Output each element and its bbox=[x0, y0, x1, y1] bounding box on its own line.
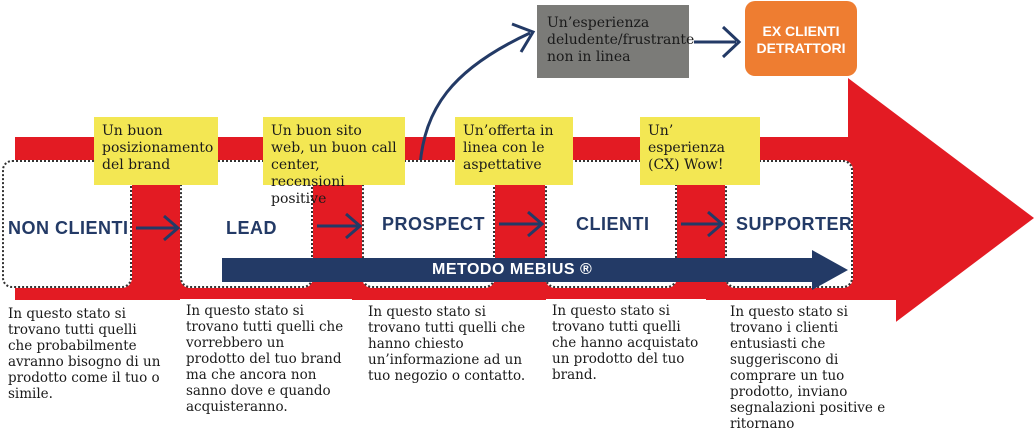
ex-clienti-detrattori-box: EX CLIENTI DETRATTORI bbox=[745, 1, 857, 76]
stage-description-clienti: In questo stato si trovano tutti quelli … bbox=[546, 299, 706, 409]
stage-label-clienti: CLIENTI bbox=[576, 214, 650, 234]
transition-note-4: Un’ esperienza (CX) Wow! bbox=[640, 117, 760, 185]
arrowhead-lead-prospect bbox=[345, 212, 363, 240]
stage-description-supporter: In questo stato si trovano i clienti ent… bbox=[724, 300, 896, 436]
method-label: METODO MEBIUS ® bbox=[432, 261, 593, 278]
stage-description-prospect: In questo stato si trovano tutti quelli … bbox=[362, 300, 534, 410]
negative-path-arrowhead bbox=[511, 22, 536, 53]
negative-experience-box: Un’esperienza deludente/frustrante non i… bbox=[537, 5, 694, 78]
arrowhead-non-clienti-lead bbox=[163, 214, 181, 242]
stage-label-non-clienti: NON CLIENTI bbox=[8, 218, 129, 238]
transition-note-2: Un buon sito web, un buon call center, r… bbox=[263, 117, 405, 207]
outcome-arrowhead bbox=[721, 25, 742, 59]
stage-description-non-clienti: In questo stato si trovano tutti quelli … bbox=[2, 302, 170, 412]
stage-label-supporter: SUPPORTER bbox=[736, 214, 853, 234]
stage-label-prospect: PROSPECT bbox=[382, 214, 486, 234]
stage-label-lead: LEAD bbox=[226, 218, 277, 238]
transition-note-3: Un’offerta in linea con le aspettative bbox=[455, 117, 573, 185]
arrowhead-prospect-clienti bbox=[527, 210, 545, 238]
negative-path-arrow bbox=[418, 31, 531, 166]
method-arrow bbox=[222, 250, 848, 290]
transition-note-1: Un buon posizionamento del brand bbox=[94, 117, 218, 185]
stage-description-lead: In questo stato si trovano tutti quelli … bbox=[180, 299, 352, 435]
arrowhead-clienti-supporter bbox=[707, 210, 725, 238]
